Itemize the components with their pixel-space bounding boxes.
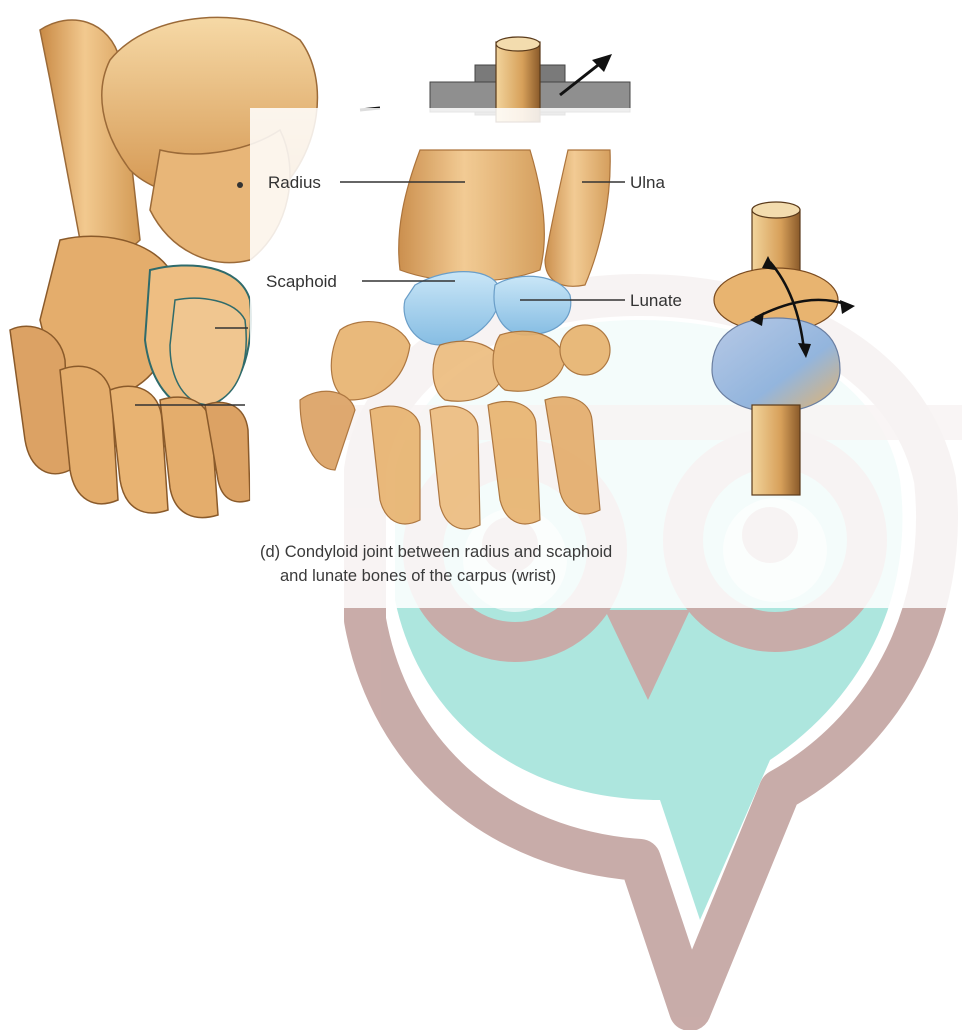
figure-caption-line-1: (d) Condyloid joint between radius and s… bbox=[260, 543, 612, 561]
lunate-bone bbox=[494, 276, 571, 335]
label-radius: Radius bbox=[268, 173, 321, 192]
label-scaphoid: Scaphoid bbox=[266, 272, 337, 291]
radius-bone bbox=[399, 150, 545, 281]
figure-caption-line-2: and lunate bones of the carpus (wrist) bbox=[280, 567, 556, 585]
main-figure-card: Radius Ulna Scaphoid Lunate (d) Condyloi… bbox=[250, 108, 962, 608]
label-lunate: Lunate bbox=[630, 291, 682, 310]
label-ulna: Ulna bbox=[630, 173, 666, 192]
page-heading-fragment: Wrist bbox=[0, 0, 108, 8]
